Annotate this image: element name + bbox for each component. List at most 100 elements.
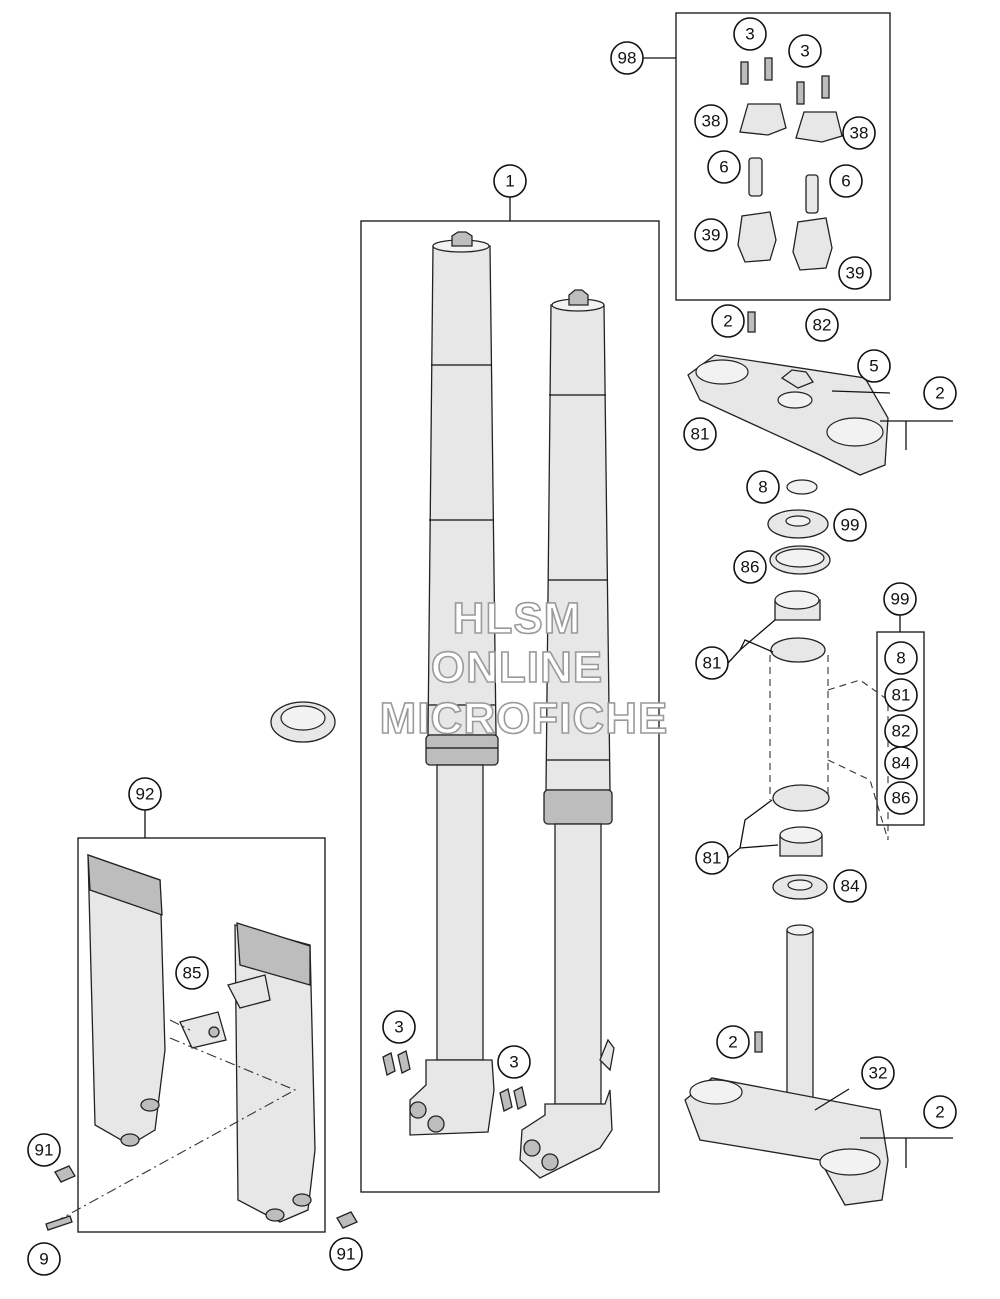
callout-3-kit-left[interactable]: 3 [733, 17, 767, 51]
o-ring-8 [786, 479, 818, 495]
right-fork-leg [519, 289, 615, 1179]
fork-axle-clamp-bolts-right [499, 1086, 527, 1112]
svg-text:91: 91 [35, 1141, 54, 1160]
callout-34[interactable]: 81 [683, 417, 717, 451]
svg-text:8: 8 [758, 478, 767, 497]
svg-text:84: 84 [841, 877, 860, 896]
svg-text:3: 3 [800, 42, 809, 61]
callout-99[interactable]: 99 [883, 582, 917, 616]
seal-ring-84 [769, 545, 831, 575]
loose-seal-ring [270, 701, 336, 743]
kit-99-item-81[interactable]: 81 [884, 678, 918, 712]
guard-assembly-guide [54, 1019, 297, 1223]
svg-text:81: 81 [691, 425, 710, 444]
callout-85[interactable]: 85 [175, 956, 209, 990]
svg-text:38: 38 [702, 112, 721, 131]
fork-axle-clamp-bolts-left [382, 1050, 411, 1076]
callout-38-left[interactable]: 38 [694, 104, 728, 138]
callout-6-left[interactable]: 6 [707, 150, 741, 184]
callout-39-right[interactable]: 39 [838, 256, 872, 290]
kit-99-item-8[interactable]: 8 [884, 641, 918, 675]
lower-clamp-39 [737, 211, 833, 271]
callout-9[interactable]: 9 [27, 1242, 61, 1276]
left-fork-leg [409, 231, 499, 1136]
svg-text:2: 2 [728, 1033, 737, 1052]
callout-91-left[interactable]: 91 [27, 1133, 61, 1167]
svg-text:86: 86 [892, 789, 911, 808]
svg-text:99: 99 [841, 516, 860, 535]
guard-screws-91 [54, 1165, 358, 1229]
svg-text:92: 92 [136, 785, 155, 804]
callout-38-right[interactable]: 38 [842, 116, 876, 150]
handlebar-clamp-kit-frame [675, 12, 891, 301]
clamp-screw-6 [748, 157, 819, 214]
callout-82[interactable]: 84 [833, 869, 867, 903]
steering-stem-outline [769, 655, 889, 841]
watermark-line-1: HLSM [453, 594, 582, 643]
callout-32[interactable]: 32 [861, 1056, 895, 1090]
callout-39-left[interactable]: 39 [694, 218, 728, 252]
kit-99-item-86[interactable]: 86 [884, 781, 918, 815]
svg-text:8: 8 [896, 649, 905, 668]
svg-text:3: 3 [509, 1053, 518, 1072]
svg-text:2: 2 [723, 312, 732, 331]
callout-1[interactable]: 1 [493, 164, 527, 198]
guard-screw-9 [45, 1215, 73, 1231]
clamp-bolts-3 [740, 57, 830, 105]
svg-text:2: 2 [935, 384, 944, 403]
upper-clamp-38 [739, 103, 843, 143]
callout-92[interactable]: 92 [128, 777, 162, 811]
callout-86[interactable]: 99 [833, 508, 867, 542]
brake-line-holder-85 [179, 1011, 227, 1049]
kit-99-item-82[interactable]: 82 [884, 714, 918, 748]
right-fork-guard [227, 922, 316, 1223]
svg-text:81: 81 [703, 849, 722, 868]
svg-text:81: 81 [892, 686, 911, 705]
upper-triple-clamp-34 [687, 311, 889, 476]
leader-lines [144, 57, 907, 1168]
svg-text:81: 81 [703, 654, 722, 673]
callout-36[interactable]: 82 [805, 308, 839, 342]
callout-2-bottom-right[interactable]: 2 [923, 1095, 957, 1129]
callout-3-fork-left[interactable]: 3 [382, 1010, 416, 1044]
svg-text:82: 82 [892, 722, 911, 741]
dust-seal-86 [767, 509, 829, 539]
seal-82 [772, 874, 828, 900]
svg-text:85: 85 [183, 964, 202, 983]
callout-8[interactable]: 8 [746, 470, 780, 504]
callout-5[interactable]: 5 [857, 349, 891, 383]
svg-text:99: 99 [891, 590, 910, 609]
callout-84[interactable]: 86 [733, 550, 767, 584]
callout-81-lower[interactable]: 81 [695, 841, 729, 875]
svg-text:39: 39 [846, 264, 865, 283]
callout-3-kit-right[interactable]: 3 [788, 34, 822, 68]
watermark-line-2: ONLINE [431, 643, 603, 692]
lower-bearing-81 [772, 784, 830, 857]
callout-2-bottom-left[interactable]: 2 [716, 1025, 750, 1059]
svg-text:2: 2 [935, 1103, 944, 1122]
callout-6-right[interactable]: 6 [829, 164, 863, 198]
svg-text:5: 5 [869, 357, 878, 376]
svg-text:3: 3 [745, 25, 754, 44]
svg-text:98: 98 [618, 49, 637, 68]
callout-91-right[interactable]: 91 [329, 1237, 363, 1271]
svg-text:38: 38 [850, 124, 869, 143]
svg-text:91: 91 [337, 1245, 356, 1264]
svg-text:32: 32 [869, 1064, 888, 1083]
callout-2-top-left[interactable]: 2 [711, 304, 745, 338]
lower-triple-clamp-32 [684, 924, 889, 1206]
callout-2-top-right[interactable]: 2 [923, 376, 957, 410]
svg-text:84: 84 [892, 754, 911, 773]
callout-81-upper[interactable]: 81 [695, 646, 729, 680]
svg-text:82: 82 [813, 316, 832, 335]
svg-text:1: 1 [505, 172, 514, 191]
svg-text:6: 6 [719, 158, 728, 177]
svg-text:3: 3 [394, 1018, 403, 1037]
callout-98[interactable]: 98 [610, 41, 644, 75]
kit-99-item-84[interactable]: 84 [884, 746, 918, 780]
callout-3-fork-right[interactable]: 3 [497, 1045, 531, 1079]
left-fork-guard [87, 854, 166, 1147]
svg-text:9: 9 [39, 1250, 48, 1269]
svg-text:6: 6 [841, 172, 850, 191]
